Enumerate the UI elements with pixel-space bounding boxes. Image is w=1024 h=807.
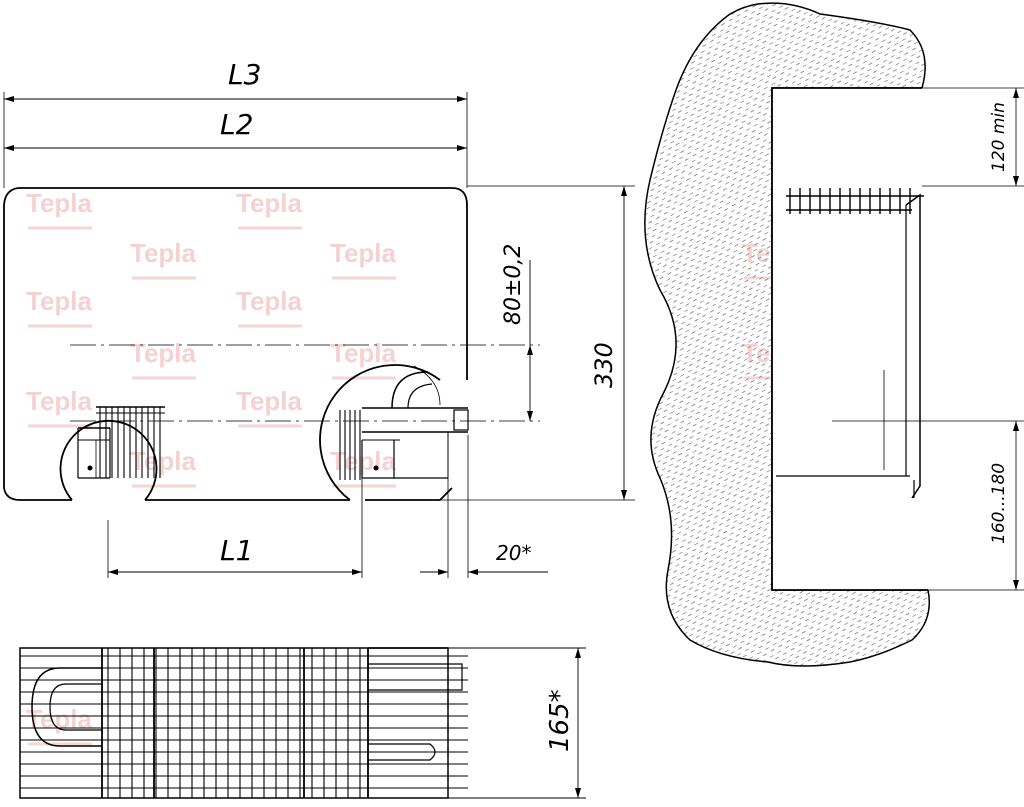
dim-label-80: 80±0,2 <box>501 244 526 325</box>
dim-label-160-180: 160...180 <box>989 463 1009 544</box>
left-pipe-loop <box>31 667 102 747</box>
dim-label-l1: L1 <box>220 534 253 567</box>
watermark-text: Tepla <box>236 386 303 416</box>
watermark-text: Tepla <box>236 286 303 316</box>
section-view: 120 min 160...180 <box>644 2 1024 667</box>
heater-box <box>776 193 921 499</box>
dim-label-l3: L3 <box>228 58 261 91</box>
watermark-text: Tepla <box>26 286 93 316</box>
plan-view: 165* <box>19 647 586 799</box>
watermark-text: Tepla <box>130 446 197 476</box>
left-cutout <box>59 419 158 501</box>
front-view: L3 L2 L1 20* 80±0,2 330 <box>3 58 635 578</box>
watermark-text: Tepla <box>26 188 93 218</box>
dim-label-120-min: 120 min <box>989 102 1009 172</box>
dim-label-330: 330 <box>590 342 618 388</box>
watermark-text: Tepla <box>130 238 197 268</box>
watermark-text: Tepla <box>236 188 303 218</box>
grille <box>786 188 924 214</box>
watermark-text: Tepla <box>130 338 197 368</box>
left-connection-detail <box>77 406 165 479</box>
dim-label-165: 165* <box>545 689 575 752</box>
floor-section-hatch <box>644 2 930 667</box>
extension-lines <box>3 92 635 578</box>
heater-body-outline <box>3 187 468 501</box>
watermark-text: Tepla <box>330 446 397 476</box>
right-connection-detail <box>339 365 469 480</box>
center-lines <box>70 344 540 422</box>
watermark-text: Tepla <box>26 386 93 416</box>
dim-label-l2: L2 <box>220 108 253 141</box>
right-cutout <box>319 364 441 501</box>
watermark-text: Tepla <box>330 338 397 368</box>
watermark-text: Tepla <box>330 238 397 268</box>
dim-label-20: 20* <box>496 541 531 565</box>
dimension-lines <box>4 96 627 575</box>
right-connection <box>368 663 463 691</box>
